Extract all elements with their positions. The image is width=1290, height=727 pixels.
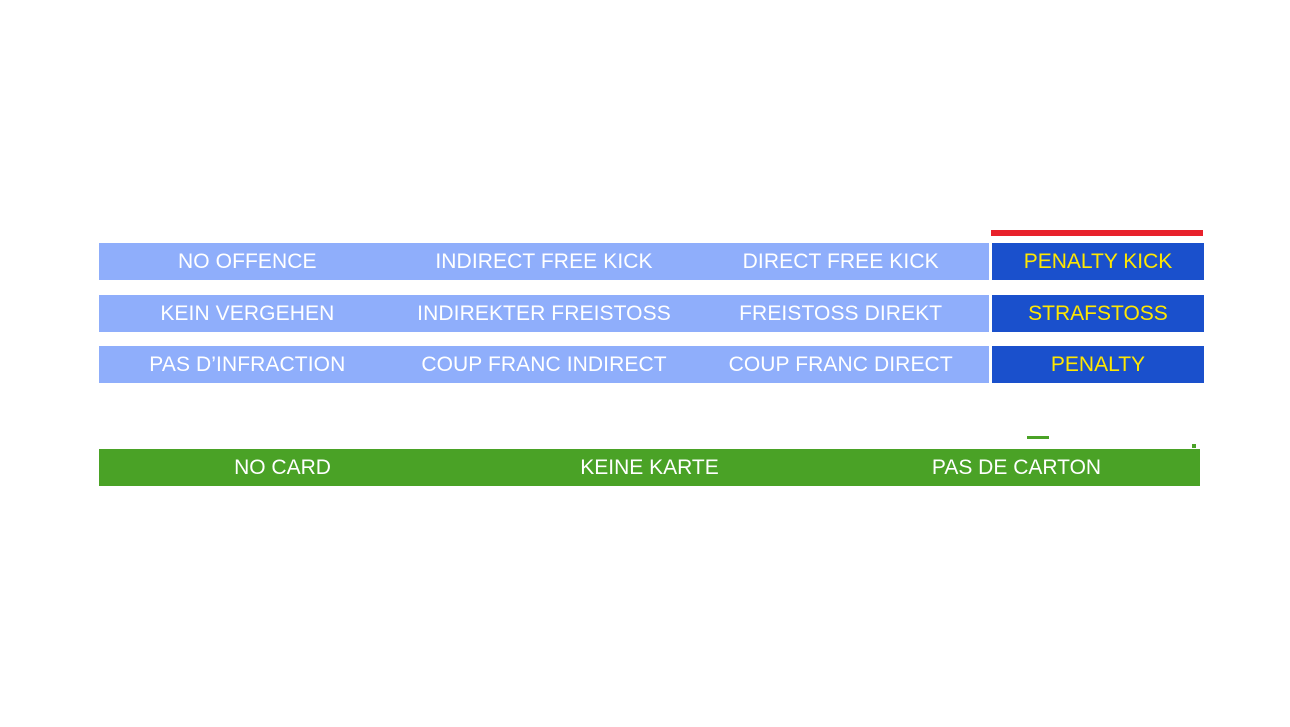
table-row: PAS D’INFRACTION COUP FRANC INDIRECT COU… bbox=[99, 346, 1204, 383]
offence-cell: PAS D’INFRACTION bbox=[149, 353, 346, 376]
red-accent-bar bbox=[991, 230, 1203, 236]
offence-cells-group: KEIN VERGEHEN INDIREKTER FREISTOSS FREIS… bbox=[99, 295, 989, 332]
table-row: KEIN VERGEHEN INDIREKTER FREISTOSS FREIS… bbox=[99, 295, 1204, 332]
green-tick-mark bbox=[1027, 436, 1049, 439]
offence-cell: FREISTOSS DIREKT bbox=[739, 302, 943, 325]
card-cell: KEINE KARTE bbox=[580, 456, 719, 479]
offence-cell: COUP FRANC DIRECT bbox=[728, 353, 953, 376]
offence-cell: COUP FRANC INDIRECT bbox=[421, 353, 667, 376]
offence-cells-group: NO OFFENCE INDIRECT FREE KICK DIRECT FRE… bbox=[99, 243, 989, 280]
card-cell: NO CARD bbox=[234, 456, 331, 479]
table-row: NO OFFENCE INDIRECT FREE KICK DIRECT FRE… bbox=[99, 243, 1204, 280]
offence-cells-group: PAS D’INFRACTION COUP FRANC INDIRECT COU… bbox=[99, 346, 989, 383]
offence-cell: INDIREKTER FREISTOSS bbox=[417, 302, 671, 325]
card-cell: PAS DE CARTON bbox=[931, 456, 1102, 479]
penalty-cell: PENALTY bbox=[992, 346, 1204, 383]
offence-cell: DIRECT FREE KICK bbox=[742, 250, 939, 273]
offence-cell: NO OFFENCE bbox=[178, 250, 317, 273]
card-row: NO CARD KEINE KARTE PAS DE CARTON bbox=[99, 449, 1200, 486]
offence-cell: INDIRECT FREE KICK bbox=[435, 250, 653, 273]
penalty-cell: PENALTY KICK bbox=[992, 243, 1204, 280]
penalty-cell: STRAFSTOSS bbox=[992, 295, 1204, 332]
offence-cell: KEIN VERGEHEN bbox=[160, 302, 335, 325]
green-dot-mark bbox=[1192, 444, 1196, 448]
